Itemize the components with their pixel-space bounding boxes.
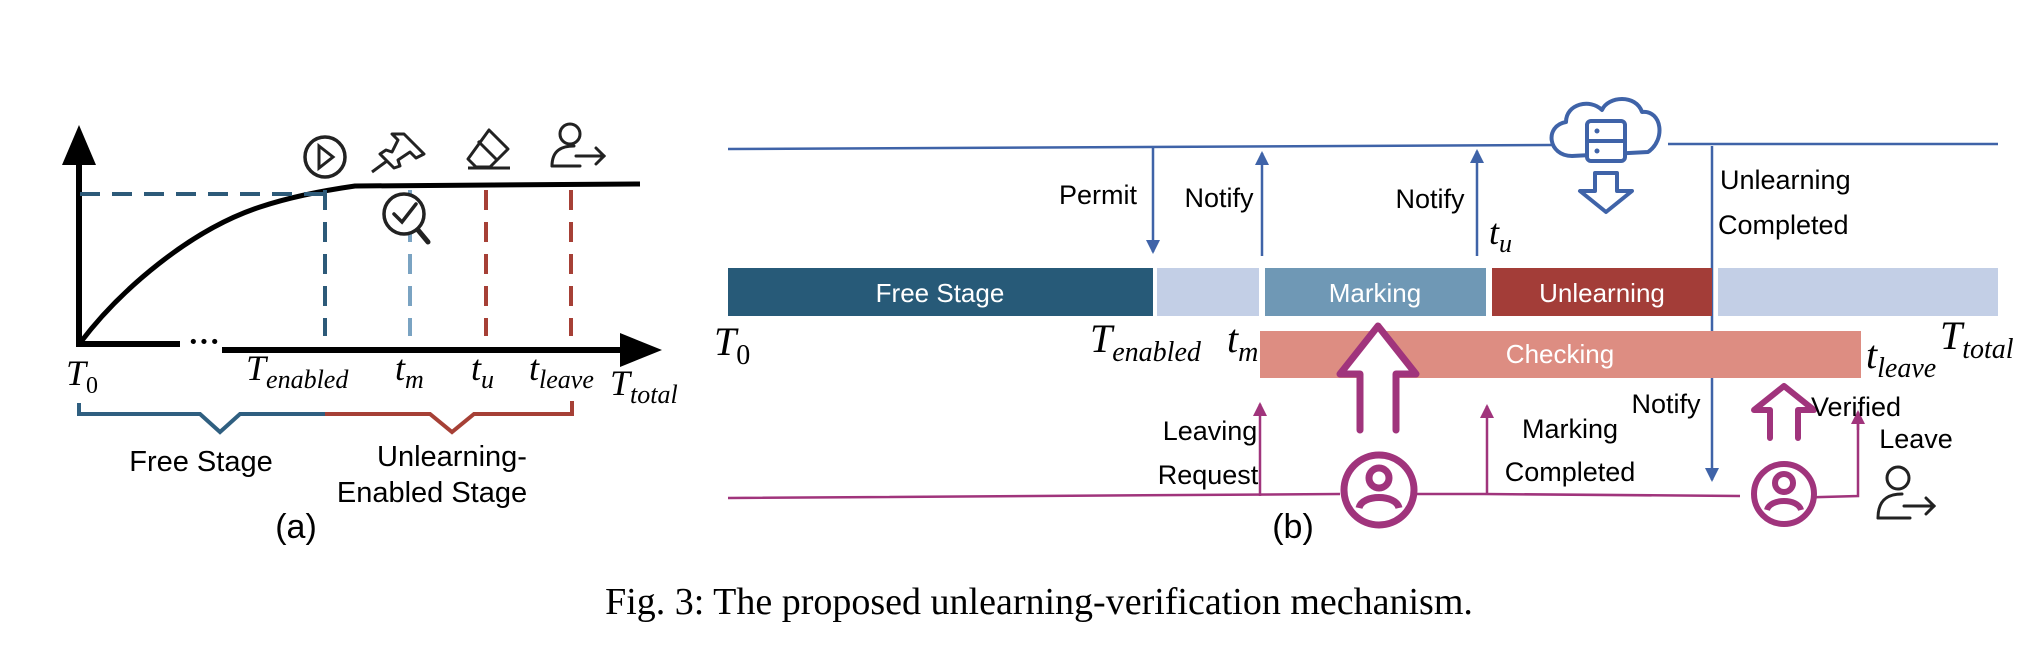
x-axis-arrowhead: [620, 333, 662, 367]
push-pin-icon: [371, 132, 426, 174]
bar-marking: [1265, 268, 1486, 316]
server-timeline-left: [727, 143, 1553, 151]
notify-label-3: Notify: [1631, 389, 1701, 419]
b-tu-label: tu: [1489, 212, 1512, 258]
b-ttotal-label: Ttotal: [1940, 313, 2014, 365]
bar-post-unlearning: [1718, 268, 1998, 316]
a-t0-label: T0: [66, 353, 98, 399]
a-unlearning-enabled-label-1: Unlearning-: [377, 441, 527, 473]
panel-b: Permit Notify Notify tu Unlearning Compl…: [714, 97, 2014, 546]
b-t0-label: T0: [714, 319, 750, 371]
bar-marking-label: Marking: [1329, 278, 1421, 308]
leave-user-exit-icon: [1876, 465, 1937, 520]
leaving-label-2: Request: [1158, 460, 1259, 490]
a-tm-label: tm: [395, 348, 424, 394]
b-caption: (b): [1272, 508, 1314, 546]
marking-completed-label-1: Marking: [1522, 414, 1618, 444]
a-tleave-label: tleave: [529, 348, 594, 394]
user-circle-icon: [1340, 451, 1418, 529]
marking-completed-label-2: Completed: [1505, 457, 1636, 487]
bar-unlearning: [1492, 268, 1712, 316]
figure-caption: Fig. 3: The proposed unlearning-verifica…: [605, 581, 1473, 623]
a-unlearning-enabled-label-2: Enabled Stage: [337, 477, 527, 509]
user-timeline: [727, 417, 1860, 500]
panel-a: T0 ··· Tenabled tm tu tleave Ttotal Free…: [62, 122, 678, 546]
notify-label-2: Notify: [1395, 184, 1465, 214]
leaving-label-1: Leaving: [1163, 416, 1258, 446]
a-caption: (a): [275, 508, 317, 546]
unlearning-enabled-brace: [325, 401, 574, 435]
y-axis-arrowhead: [62, 125, 96, 165]
a-tu-label: tu: [471, 348, 494, 394]
b-tleave-label: tleave: [1866, 332, 1936, 384]
verify-upload-arrow-icon: [1751, 383, 1817, 441]
download-arrow-icon: [1578, 171, 1634, 214]
b-tm-label: tm: [1227, 316, 1258, 368]
convergence-curve: [78, 181, 641, 345]
bar-free-stage-label: Free Stage: [876, 278, 1005, 308]
unlearning-completed-label-2: Completed: [1718, 210, 1849, 240]
eraser-icon: [466, 128, 510, 170]
bar-idle: [1157, 268, 1259, 316]
bar-unlearning-label: Unlearning: [1539, 278, 1665, 308]
permit-label: Permit: [1059, 180, 1138, 210]
magnifier-check-icon: [382, 192, 431, 245]
cloud-server-icon: [1549, 97, 1662, 163]
a-ttotal-label: Ttotal: [610, 363, 678, 409]
a-free-stage-label: Free Stage: [129, 446, 272, 478]
a-ellipsis: ···: [188, 323, 220, 359]
notify-label-1: Notify: [1184, 183, 1254, 213]
user-circle-icon-2: [1751, 461, 1817, 527]
bar-free-stage: [728, 268, 1153, 316]
b-tenabled-label: Tenabled: [1090, 316, 1202, 368]
play-circle-icon: [303, 135, 347, 179]
leave-label: Leave: [1879, 424, 1953, 454]
verified-label: Verified: [1811, 392, 1901, 422]
unlearning-completed-label-1: Unlearning: [1720, 165, 1851, 195]
free-stage-brace: [77, 403, 325, 435]
upload-arrow-icon: [1336, 322, 1420, 434]
user-exit-icon: [550, 122, 607, 168]
bar-checking-label: Checking: [1506, 339, 1614, 369]
a-tenabled-label: Tenabled: [246, 348, 349, 394]
